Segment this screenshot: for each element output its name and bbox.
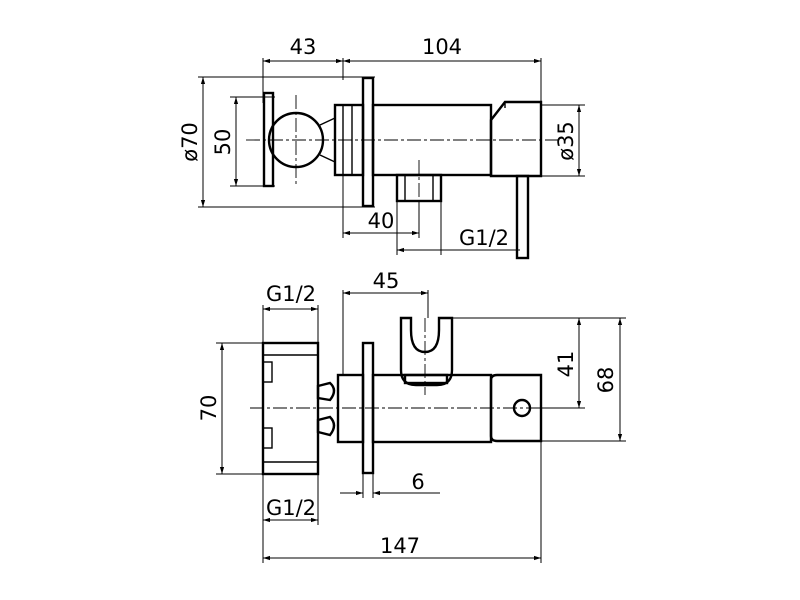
- dim-6: 6: [340, 470, 440, 498]
- dim-40-label: 40: [368, 209, 395, 233]
- dim-147: 147: [262, 442, 542, 563]
- dim-thread-lower: G1/2: [262, 474, 319, 525]
- dim-43: 43: [262, 35, 344, 103]
- dim-thread-lower-label: G1/2: [266, 496, 316, 520]
- dim-thread-upper: G1/2: [262, 282, 319, 345]
- dim-45-label: 45: [373, 269, 400, 293]
- bottom-body: [261, 316, 543, 476]
- dim-45: 45: [342, 269, 429, 375]
- dim-43-label: 43: [290, 35, 317, 59]
- dim-d70-label: ø70: [178, 122, 202, 162]
- dim-68-label: 68: [594, 367, 618, 394]
- dim-68: 68: [541, 318, 626, 442]
- dim-104-label: 104: [422, 35, 462, 59]
- dim-thread-top: G1/2: [396, 201, 520, 255]
- dim-147-label: 147: [380, 534, 420, 558]
- top-view: 43 104 ø70 50: [178, 35, 585, 260]
- dim-d70: ø70: [178, 76, 375, 208]
- dim-6-label: 6: [411, 470, 424, 494]
- dim-d35-label: ø35: [554, 121, 578, 161]
- dim-70: 70: [197, 342, 270, 475]
- dim-d35: ø35: [541, 104, 585, 177]
- dim-thread-top-label: G1/2: [459, 226, 509, 250]
- dim-50-label: 50: [211, 129, 235, 156]
- dim-40: 40: [342, 175, 420, 238]
- dim-thread-upper-label: G1/2: [266, 282, 316, 306]
- bottom-view: G1/2 45 70: [197, 269, 626, 563]
- dim-104: 104: [343, 35, 542, 105]
- dim-70-label: 70: [197, 395, 221, 422]
- dim-41: 41: [452, 317, 626, 409]
- dim-50: 50: [211, 96, 275, 187]
- dim-41-label: 41: [554, 351, 578, 378]
